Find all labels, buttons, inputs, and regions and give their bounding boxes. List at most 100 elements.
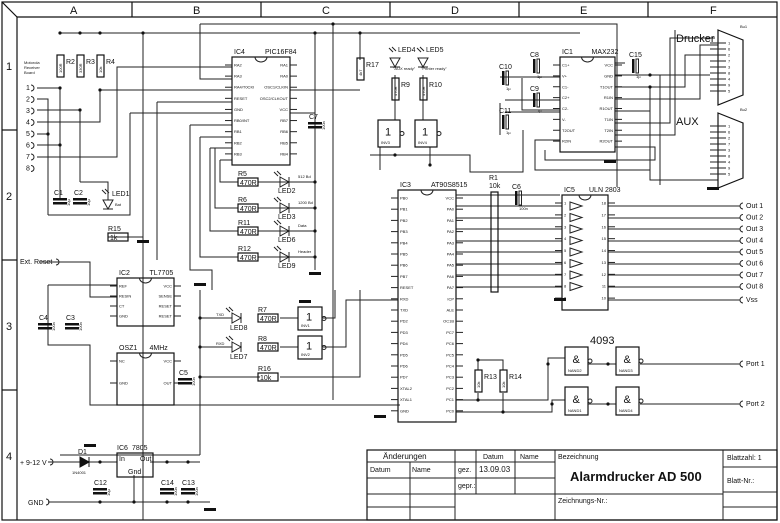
capacitor-ref: C3 [66, 315, 75, 322]
ic4-notch [254, 56, 268, 63]
osz1-pin-label: NC [119, 359, 125, 364]
junction-dot [98, 500, 102, 504]
inverter-symbol: 1 [422, 127, 428, 139]
ground-icon [299, 300, 311, 303]
led-icon [389, 57, 401, 69]
ground-icon [204, 508, 216, 511]
ic3-pin-label: VCC [446, 196, 455, 201]
bu1-pin-number: 8 [728, 71, 731, 76]
nand-gate-symbol: & [624, 394, 632, 406]
terminal-icon [49, 458, 54, 466]
ic3-pin-label: PB1 [400, 207, 408, 212]
driver-triangle-icon [569, 281, 584, 292]
nand-gate-label: NAND4 [619, 408, 633, 413]
ic5-pin-label: 13 [602, 260, 607, 265]
output-terminal: Out 6 [746, 261, 763, 268]
ic6-type: 7805 [132, 445, 148, 452]
ic2-type: TL7705 [150, 270, 174, 277]
nand-gate-output-bubble [587, 358, 593, 364]
bu2-pin-number: 8 [728, 154, 731, 159]
resistor [356, 57, 365, 81]
connector-pin-icon [30, 107, 35, 115]
bu2-pin-number: 1 [728, 124, 731, 129]
resistor-value: 470R [260, 345, 277, 352]
capacitor-plate [65, 323, 79, 326]
ic5-ref: IC5 [564, 187, 575, 194]
osz1-pin-label: GND [119, 381, 128, 386]
ic1-pin-label: V+ [562, 73, 568, 78]
resistor-value: 10k [260, 375, 272, 382]
terminal-icon [55, 258, 60, 266]
junction-dot [78, 31, 82, 35]
ic3-pin-label: XTAL1 [400, 397, 413, 402]
connector-pin-icon [30, 130, 35, 138]
checked-by-label: gepr.: [458, 483, 476, 490]
bu2-pin-number: 6 [728, 130, 731, 135]
output-terminal: Out 1 [746, 203, 763, 210]
ic3-pin-label: PD6 [400, 364, 409, 369]
led-icon [231, 341, 243, 353]
ic1-pin-label: T1IN [604, 117, 613, 122]
led-ref: LED7 [230, 354, 248, 361]
resistor [474, 369, 483, 393]
resistor-ref: R12 [238, 246, 251, 253]
led-label: Header [298, 249, 312, 254]
ic1-notch [581, 56, 594, 63]
junction-dot [58, 143, 62, 147]
resistor [107, 232, 129, 242]
junction-dot [165, 500, 169, 504]
ic4-pin-label: RB1 [234, 129, 243, 134]
resistor-network-r1 [490, 191, 499, 293]
resistor-ref: R2 [66, 59, 75, 66]
driver-triangle-icon [569, 201, 584, 211]
ic1-pin-label: C1- [562, 84, 569, 89]
inverter-output-bubble [436, 131, 442, 136]
capacitor-value: 100n [321, 121, 326, 130]
capacitor-value: 100n [194, 487, 199, 496]
ic4-ref: IC4 [234, 49, 245, 56]
resistor-ref: R1 [489, 175, 498, 182]
capacitor-plate [160, 488, 174, 491]
resistor [237, 177, 259, 187]
ic5-pin-label: 2 [564, 212, 567, 217]
ic4-pin-label: RB6 [280, 129, 289, 134]
ic2-pin-label: REF [119, 284, 128, 289]
junction-dot [198, 345, 202, 349]
ic6-pin-label: In [119, 456, 125, 463]
led-label: Data [298, 223, 307, 228]
capacitor-plate [181, 488, 195, 491]
ic5-pin-label: 3 [564, 224, 567, 229]
led-label: TXD [216, 312, 224, 317]
capacitor-plate [73, 198, 87, 201]
bu1-pin-number: 3 [728, 65, 731, 70]
bu1-connector-icon [717, 29, 744, 106]
junction-dot [58, 31, 62, 35]
ic1-pin-label: R2IN [562, 139, 571, 144]
junction-dot [358, 31, 362, 35]
ic4-pin-label: RA0 [280, 74, 289, 79]
ic3-pin-label: PD3 [400, 330, 409, 335]
ic2-pin-label: SENSE [158, 294, 172, 299]
resistor-value: 470R [240, 229, 257, 236]
ic4-pin-label: RB5 [280, 140, 289, 145]
capacitor-ref: C6 [512, 184, 521, 191]
osz1-body [116, 352, 175, 406]
capacitor-plate [53, 202, 67, 205]
driver-triangle-icon [569, 258, 584, 269]
port-terminal-icon [739, 360, 744, 368]
connector-pin-icon [30, 153, 35, 161]
ext-reset-terminal: Ext. Reset [20, 259, 52, 266]
junction-dot [606, 362, 610, 366]
junction-dot [648, 73, 652, 77]
output-terminal: Out 3 [746, 226, 763, 233]
drawing-title: Alarmdrucker AD 500 [570, 469, 702, 484]
capacitor-ref: C11 [499, 108, 511, 115]
capacitor-plate [93, 492, 107, 495]
ic1-pin-label: T2OUT [562, 128, 576, 133]
ic5-pin-label: 16 [602, 224, 607, 229]
capacitor-plate [178, 382, 192, 385]
ic3-pin-label: PC5 [446, 352, 455, 357]
connector-pin-icon [30, 142, 35, 149]
bu2-pin-number: 7 [728, 142, 731, 147]
light-rays-icon [273, 170, 282, 177]
